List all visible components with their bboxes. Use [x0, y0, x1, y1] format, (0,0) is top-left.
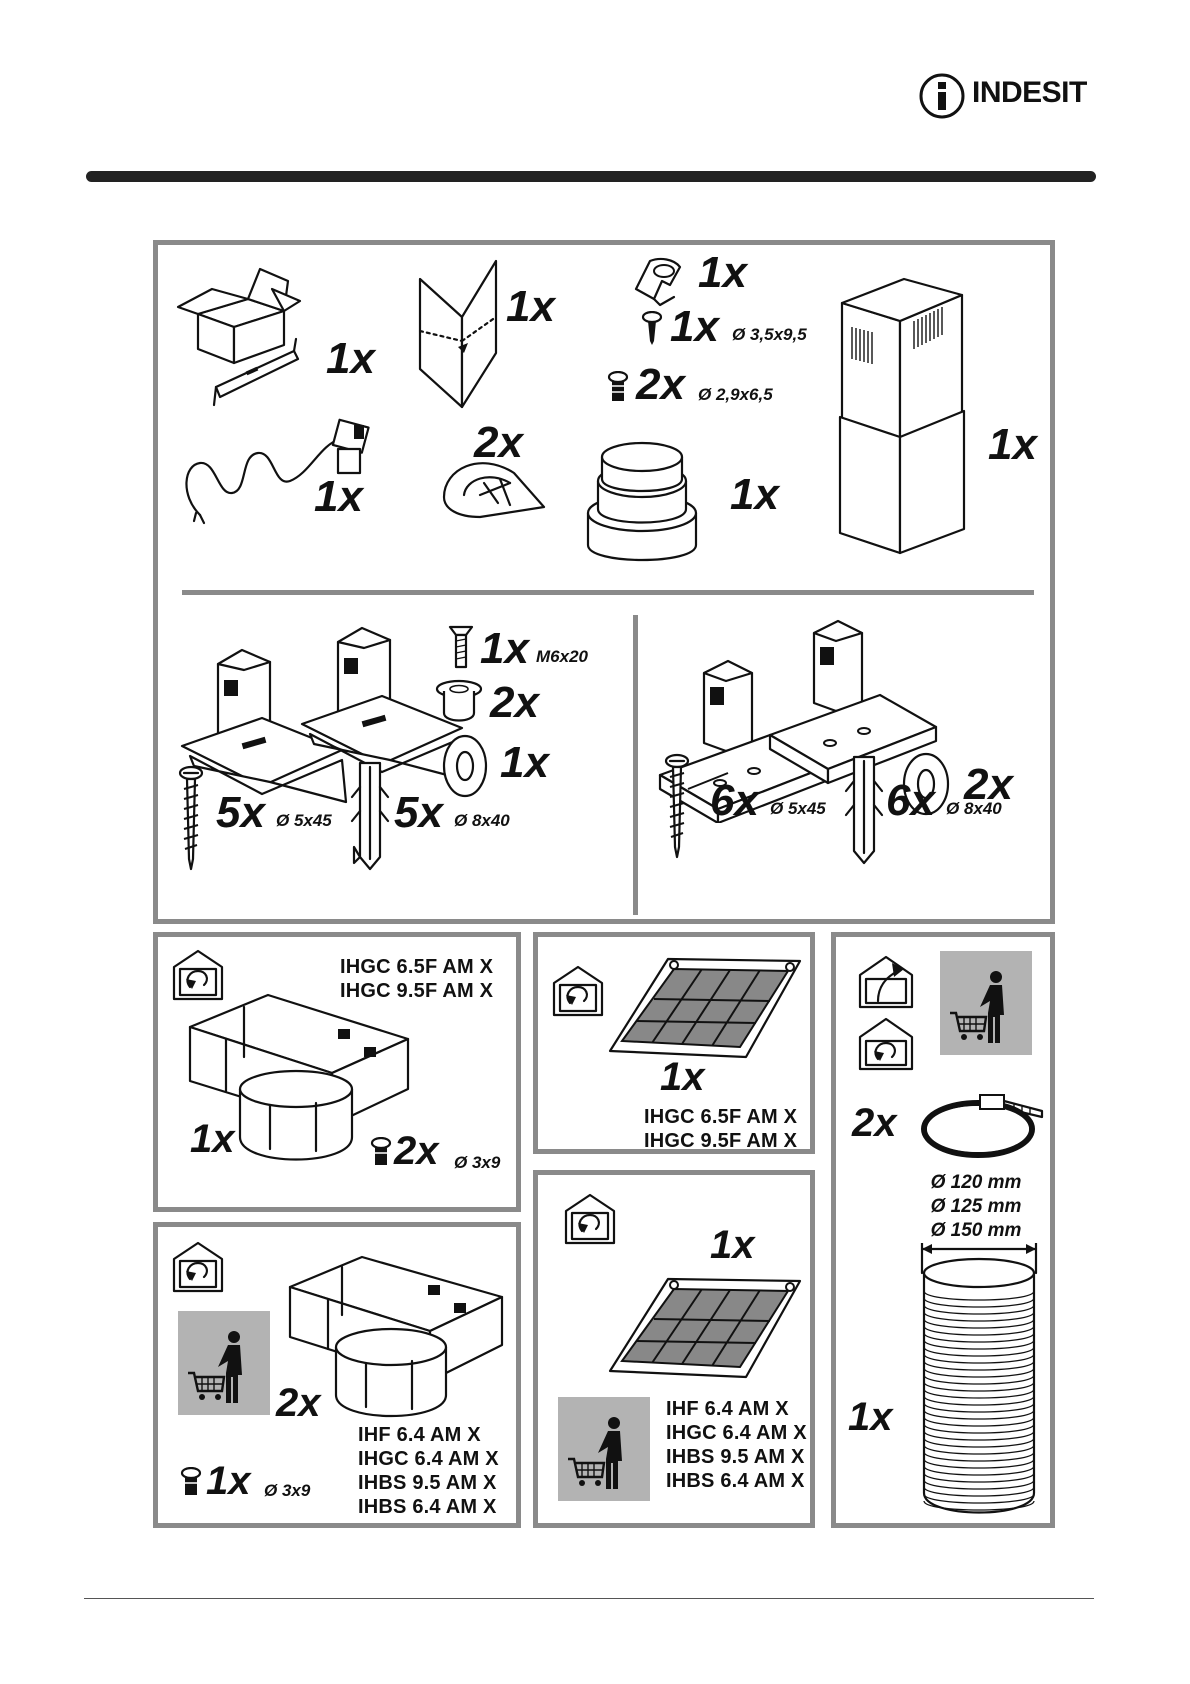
half-filter-icon: [442, 462, 546, 519]
qty-bolt: 1x: [480, 624, 529, 673]
shopping-cart-icon: [188, 1331, 242, 1403]
indesit-logo: INDESIT: [918, 72, 1093, 120]
flexible-hose-icon: [920, 1243, 1038, 1514]
recirculation-house-icon: [858, 1017, 914, 1071]
recirculation-house-icon: [552, 965, 604, 1017]
adaptor-box-d: 2x 1x Ø 3x9 IHF 6.4 AM X IHGC 6.4 AM X I…: [153, 1222, 521, 1528]
folded-panel-icon: [418, 259, 498, 409]
models-list-b: IHGC 6.5F AM X IHGC 9.5F AM X: [644, 1106, 798, 1152]
qty-half-filter: 2x: [474, 418, 523, 467]
shopping-cart-icon: [950, 971, 1004, 1043]
screw-icon: [607, 371, 629, 401]
indesit-i-icon: [919, 73, 965, 119]
brand-name: INDESIT: [972, 76, 1087, 109]
dim-wood-screw-right: Ø 5x45: [770, 799, 826, 818]
screw-icon: [370, 1137, 392, 1165]
wall-plug-icon: [844, 755, 884, 865]
qty-washer-right: 2x: [964, 760, 1013, 809]
qty-spacer: 2x: [490, 678, 539, 727]
dim-wall-plug-right: Ø 8x40: [946, 799, 1002, 818]
filter-box-e: 1x IHF 6.4 AM X IHGC 6.4 AM X IHBS 9.5 A…: [533, 1170, 815, 1528]
purchase-separately-badge: [178, 1311, 270, 1415]
qty-duct-collar: 1x: [730, 470, 779, 519]
qty-filter-b: 1x: [660, 1055, 705, 1099]
models-list-e: IHF 6.4 AM X IHGC 6.4 AM X IHBS 9.5 AM X…: [666, 1398, 807, 1492]
dim-wall-plug: Ø 8x40: [454, 811, 510, 830]
filter-box-b: 1x IHGC 6.5F AM X IHGC 9.5F AM X: [533, 932, 815, 1154]
qty-wall-plug: 5x: [394, 788, 443, 837]
t-duct-adaptor-icon: [288, 1255, 504, 1417]
qty-clip: 1x: [698, 248, 747, 297]
screw-icon: [180, 1467, 202, 1495]
qty-flexible-hose: 1x: [848, 1395, 893, 1439]
qty-chimney: 1x: [988, 420, 1037, 469]
section-divider: [633, 615, 638, 915]
recirculation-house-icon: [172, 949, 224, 1001]
purchase-separately-badge: [940, 951, 1032, 1055]
qty-screw-35: 1x: [670, 302, 719, 351]
qty-adaptor-d: 2x: [276, 1381, 321, 1425]
wall-plug-icon: [350, 761, 390, 871]
models-list-a: IHGC 6.5F AM X IHGC 9.5F AM X: [340, 956, 494, 1002]
qty-wall-plug-right: 6x: [886, 776, 935, 825]
qty-wood-screw: 5x: [216, 788, 265, 837]
shopping-cart-icon: [568, 1417, 622, 1489]
header-rule: [86, 171, 1096, 182]
diameter-list: Ø 120 mm Ø 125 mm Ø 150 mm: [930, 1172, 1022, 1241]
chimney-icon: [838, 277, 966, 555]
carbon-filter-icon: [608, 957, 802, 1059]
qty-hose-clamp: 2x: [852, 1101, 897, 1145]
dim-screw-a: Ø 3x9: [454, 1153, 501, 1172]
washer-icon: [902, 752, 950, 816]
qty-screw-d: 1x: [206, 1459, 251, 1503]
qty-panel: 1x: [506, 282, 555, 331]
washer-icon: [442, 734, 488, 798]
qty-adaptor-a: 1x: [190, 1117, 235, 1161]
glass-hood-icon: [180, 626, 468, 804]
chimney-hood-icon: [658, 619, 938, 823]
wood-screw-icon: [664, 753, 690, 859]
qty-washer: 1x: [500, 738, 549, 787]
screw-icon: [641, 311, 663, 345]
qty-wood-screw-right: 6x: [710, 776, 759, 825]
qty-screw-a: 2x: [394, 1129, 439, 1173]
section-divider: [182, 590, 1034, 595]
dim-screw-29: Ø 2,9x6,5: [698, 385, 773, 404]
t-duct-adaptor-icon: [188, 993, 410, 1161]
qty-cable: 1x: [314, 472, 363, 521]
wood-screw-icon: [178, 765, 204, 871]
clip-icon: [634, 257, 682, 307]
carton-and-bracket-icon: [176, 267, 302, 407]
bolt-icon: [448, 625, 474, 669]
footer-rule: [84, 1598, 1094, 1599]
spacer-icon: [435, 679, 483, 722]
recirculation-house-icon: [564, 1193, 616, 1245]
dim-screw-d: Ø 3x9: [264, 1481, 311, 1500]
duct-collar-icon: [586, 441, 698, 562]
hose-clamp-icon: [921, 1094, 1044, 1158]
carbon-filter-icon: [608, 1277, 802, 1379]
dim-bolt: M6x20: [536, 647, 588, 666]
parts-box: 1x 1x 1x 1x 1x Ø 3,5x9,5 2x Ø 2,9x6,5: [153, 240, 1055, 924]
recirculation-house-icon: [172, 1241, 224, 1293]
qty-screw-29: 2x: [636, 360, 685, 409]
power-cable-icon: [185, 418, 370, 525]
qty-filter-e: 1x: [710, 1223, 755, 1267]
dim-screw-35: Ø 3,5x9,5: [732, 325, 807, 344]
extraction-house-icon: [858, 955, 914, 1009]
dim-wood-screw: Ø 5x45: [276, 811, 332, 830]
qty-carton: 1x: [326, 334, 375, 383]
adaptor-box-a: IHGC 6.5F AM X IHGC 9.5F AM X 1x 2x Ø 3x…: [153, 932, 521, 1212]
accessories-box-c: 2x Ø 120 mm Ø 125 mm Ø 150 mm 1x: [831, 932, 1055, 1528]
purchase-separately-badge: [558, 1397, 650, 1501]
models-list-d: IHF 6.4 AM X IHGC 6.4 AM X IHBS 9.5 AM X…: [358, 1424, 499, 1518]
